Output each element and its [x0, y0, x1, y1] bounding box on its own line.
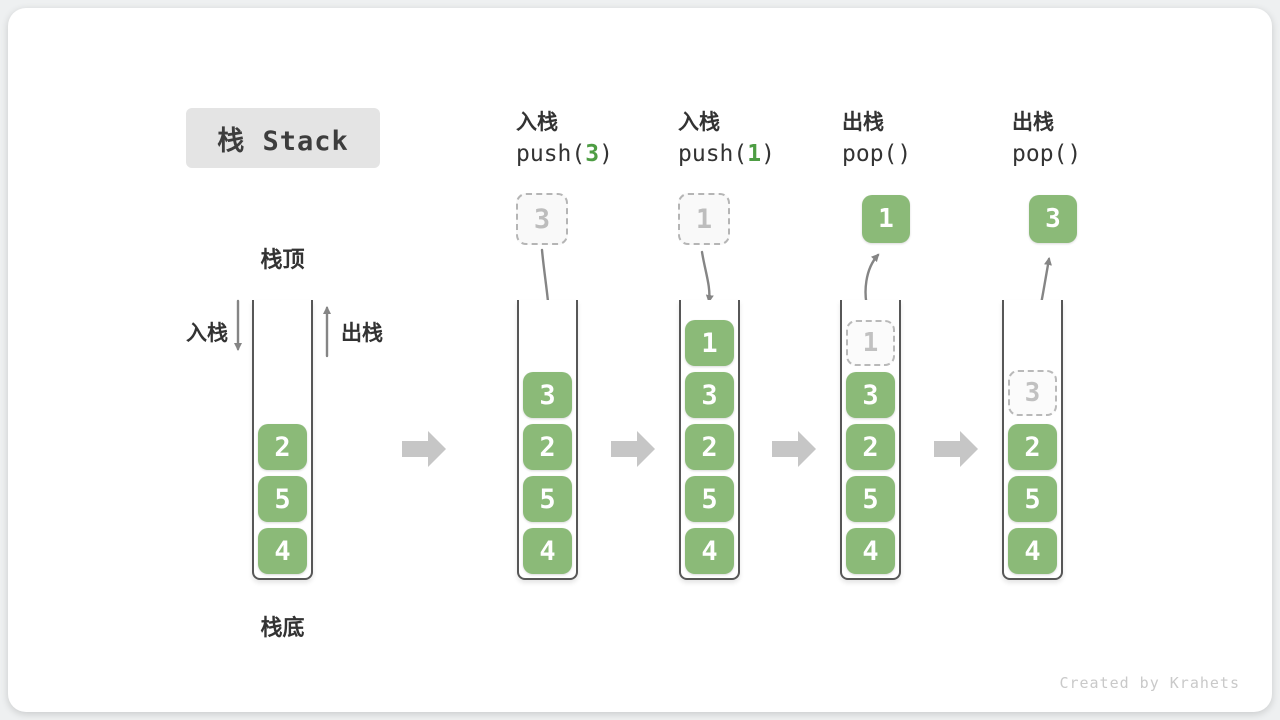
stack-cell: 4	[685, 528, 734, 574]
stack-cell: 5	[1008, 476, 1057, 522]
step-label-cn: 入栈	[516, 111, 558, 134]
stack-cell: 4	[258, 528, 307, 574]
stack-cell: 2	[685, 424, 734, 470]
stack-cell: 5	[685, 476, 734, 522]
stack-cell: 3	[685, 372, 734, 418]
stack-cell: 2	[258, 424, 307, 470]
stack-cell: 1	[685, 320, 734, 366]
floating-push-value: 1	[678, 193, 730, 245]
title-badge: 栈 Stack	[186, 108, 380, 168]
pop-direction-label: 出栈	[341, 322, 383, 345]
step-code: push(3)	[516, 141, 613, 167]
step-code: push(1)	[678, 141, 775, 167]
stack-cell: 3	[523, 372, 572, 418]
stack-cell: 3	[846, 372, 895, 418]
stack-cell: 4	[1008, 528, 1057, 574]
floating-push-value: 3	[516, 193, 568, 245]
ghost-cell: 3	[1008, 370, 1057, 416]
stack-cell: 2	[846, 424, 895, 470]
stack-cell: 5	[523, 476, 572, 522]
step-label-cn: 出栈	[842, 111, 884, 134]
floating-pop-value: 3	[1029, 195, 1077, 243]
step-label-cn: 出栈	[1012, 111, 1054, 134]
stack-cell: 2	[523, 424, 572, 470]
code-arg: 1	[747, 141, 762, 167]
watermark: Created by Krahets	[1059, 674, 1240, 692]
code-pre: push(	[678, 141, 748, 167]
code-post: )	[761, 141, 775, 167]
floating-pop-value: 1	[862, 195, 910, 243]
stack-cell: 2	[1008, 424, 1057, 470]
ghost-cell: 1	[846, 320, 895, 366]
step-label-cn: 入栈	[678, 111, 720, 134]
stack-cell: 4	[523, 528, 572, 574]
code-pre: push(	[516, 141, 586, 167]
step-code: pop()	[1012, 141, 1082, 167]
stack-cell: 4	[846, 528, 895, 574]
code-arg: 3	[585, 141, 600, 167]
push-direction-label: 入栈	[186, 322, 228, 345]
stack-cell: 5	[258, 476, 307, 522]
code-post: )	[599, 141, 613, 167]
stack-cell: 5	[846, 476, 895, 522]
stack-bottom-label: 栈底	[260, 615, 305, 640]
stack-top-label: 栈顶	[260, 247, 305, 272]
step-code: pop()	[842, 141, 912, 167]
